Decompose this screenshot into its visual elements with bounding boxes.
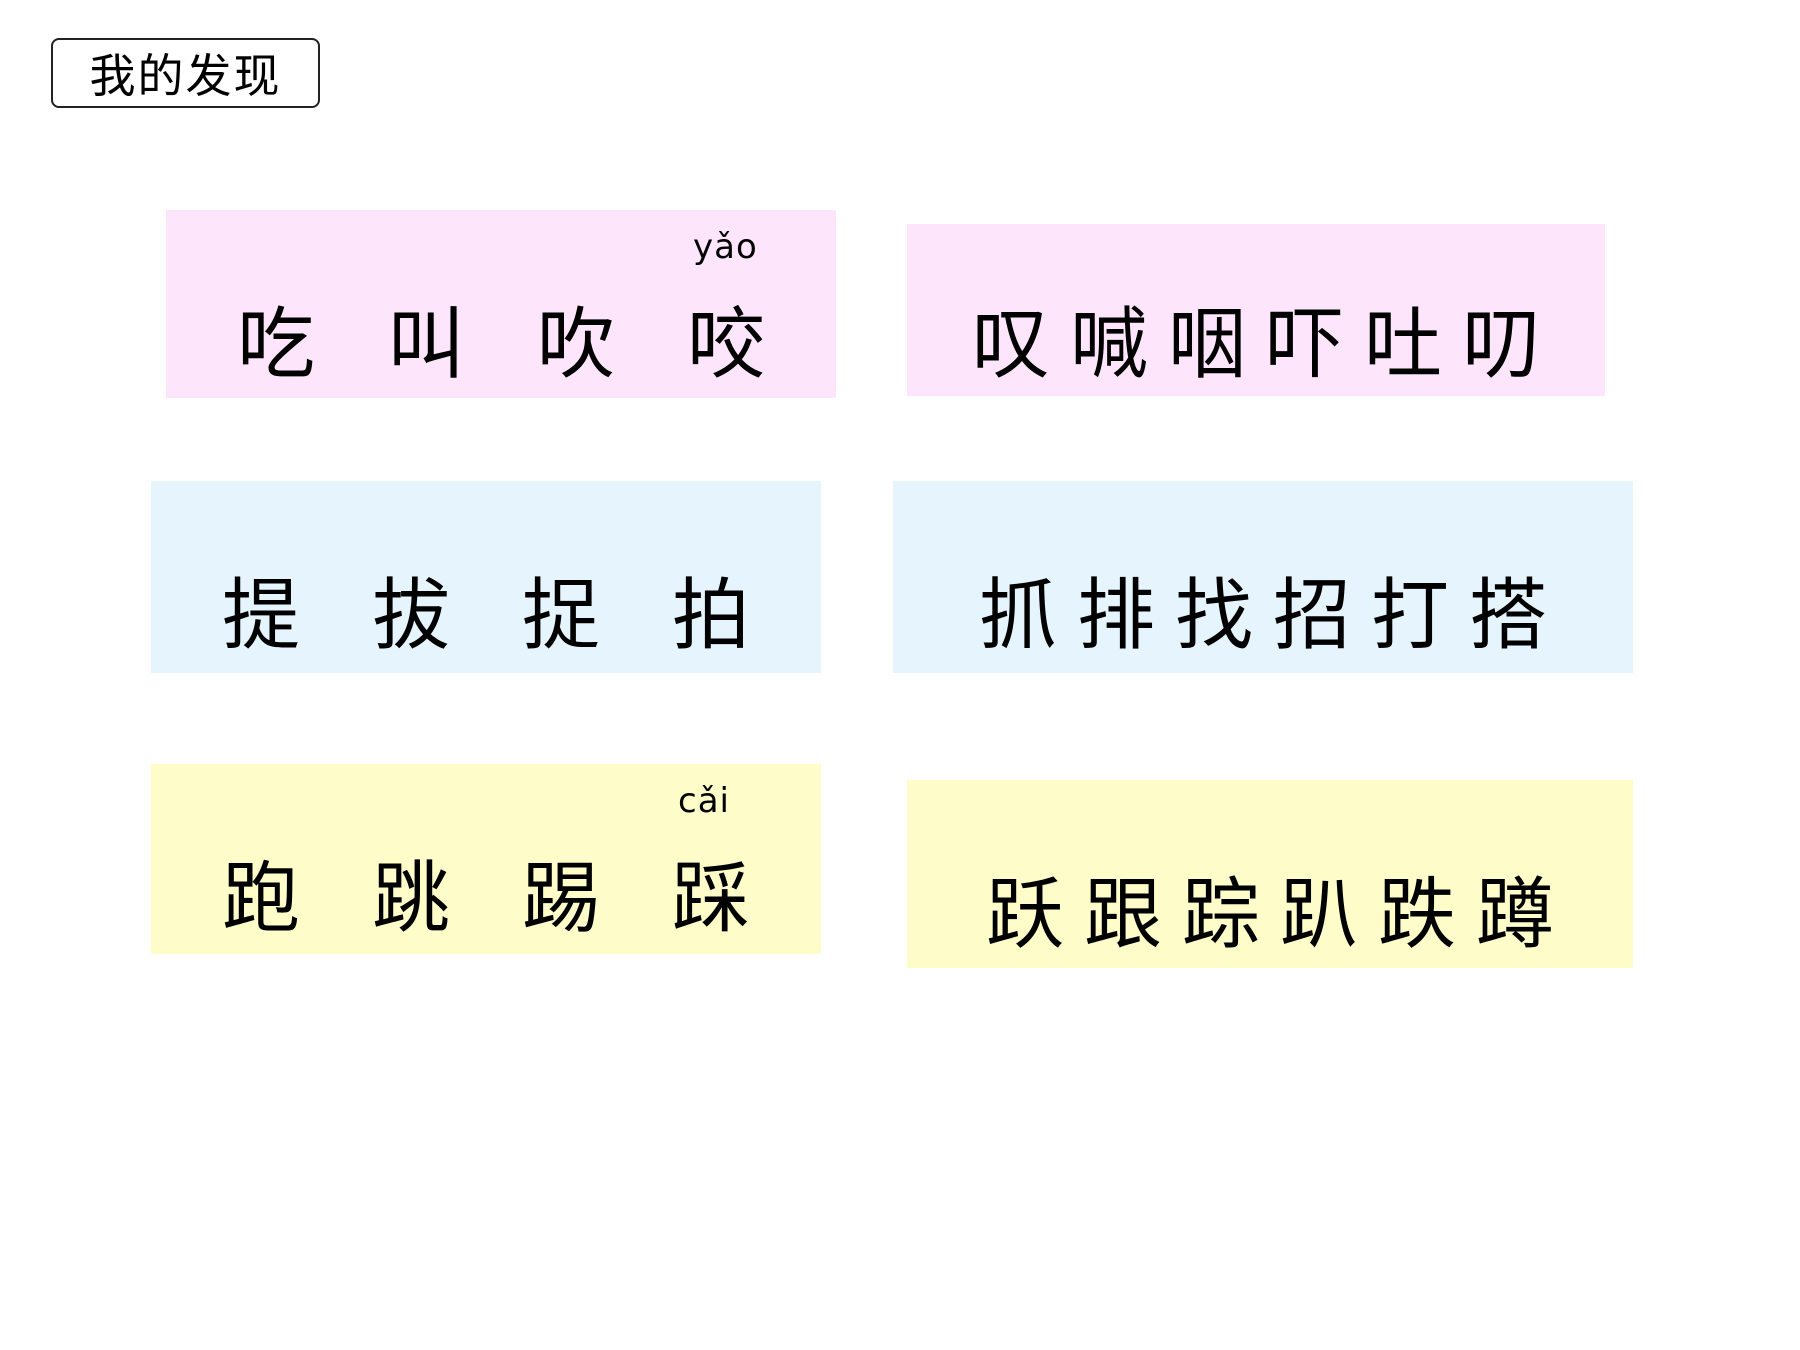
character: 吃 (236, 300, 315, 390)
foot-radical-card-left: cǎi 跑 跳 踢 踩 (151, 764, 821, 954)
character: 咬 (687, 300, 766, 390)
character: 咽 (1167, 300, 1246, 390)
mouth-radical-card-right: 叹 喊 咽 吓 吐 叨 (907, 224, 1605, 396)
character: 打 (1371, 571, 1450, 661)
character: 跃 (985, 870, 1064, 960)
character: 踪 (1181, 870, 1260, 960)
character: 找 (1174, 571, 1253, 661)
page-title: 我的发现 (51, 38, 320, 108)
character: 提 (221, 571, 300, 661)
hand-radical-card-right: 抓 排 找 招 打 搭 (893, 481, 1633, 673)
character: 排 (1076, 571, 1155, 661)
character-row: 跑 跳 踢 踩 (151, 860, 821, 938)
character-row: 提 拔 捉 拍 (151, 577, 821, 655)
character: 吓 (1266, 300, 1345, 390)
character: 吐 (1364, 300, 1443, 390)
character: 叨 (1462, 300, 1541, 390)
character: 拍 (672, 571, 751, 661)
character: 蹲 (1476, 870, 1555, 960)
character: 跟 (1083, 870, 1162, 960)
character: 趴 (1280, 870, 1359, 960)
character: 拔 (371, 571, 450, 661)
character: 吹 (537, 300, 616, 390)
character: 招 (1273, 571, 1352, 661)
character: 喊 (1069, 300, 1148, 390)
mouth-radical-card-left: yǎo 吃 叫 吹 咬 (166, 210, 836, 398)
character: 踩 (672, 854, 751, 944)
character: 跳 (371, 854, 450, 944)
hand-radical-card-left: 提 拔 捉 拍 (151, 481, 821, 673)
character: 叫 (386, 300, 465, 390)
character: 抓 (978, 571, 1057, 661)
pinyin-annotation: yǎo (693, 227, 758, 267)
character: 搭 (1469, 571, 1548, 661)
character-row: 跃 跟 踪 趴 跌 蹲 (907, 876, 1633, 954)
character: 跑 (221, 854, 300, 944)
character-row: 抓 排 找 招 打 搭 (893, 577, 1633, 655)
character: 捉 (522, 571, 601, 661)
character: 跌 (1378, 870, 1457, 960)
character-row: 吃 叫 吹 咬 (166, 306, 836, 384)
foot-radical-card-right: 跃 跟 踪 趴 跌 蹲 (907, 780, 1633, 968)
pinyin-annotation: cǎi (678, 781, 730, 821)
character-row: 叹 喊 咽 吓 吐 叨 (907, 306, 1605, 384)
character: 叹 (971, 300, 1050, 390)
character: 踢 (522, 854, 601, 944)
